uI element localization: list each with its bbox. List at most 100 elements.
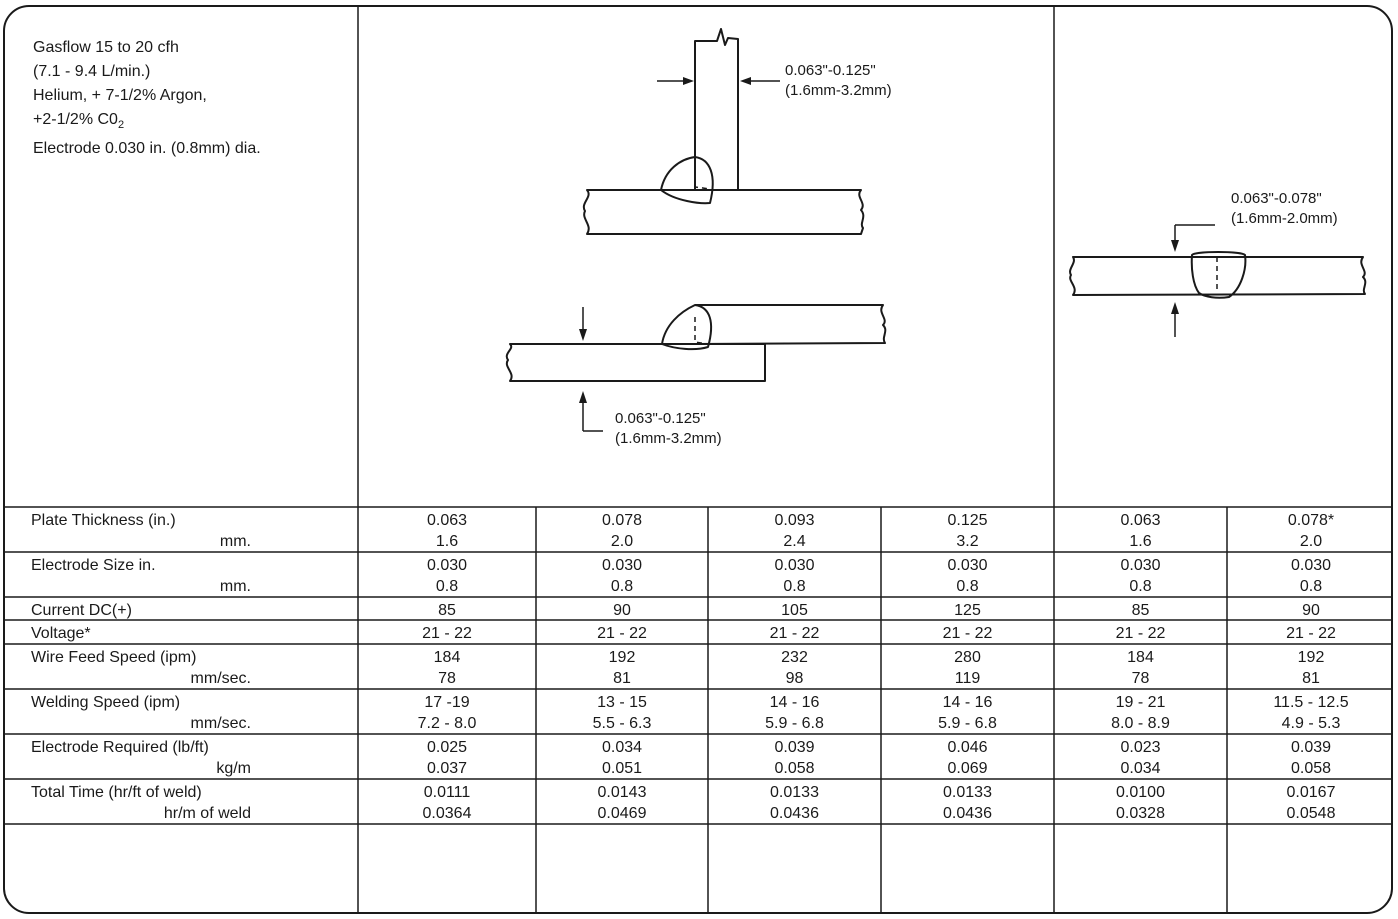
cell-value-primary: 232 [781, 649, 808, 666]
lap-joint-dim-inch: 0.063"-0.125" [615, 410, 706, 427]
cell-value-primary: 21 - 22 [597, 625, 647, 642]
cell-value-primary: 125 [954, 602, 981, 619]
cell-value-secondary: 0.8 [956, 578, 979, 595]
lap-joint-dim-mm: (1.6mm-3.2mm) [615, 430, 722, 447]
cell-value-primary: 192 [1297, 649, 1325, 666]
row-label-primary: Welding Speed (ipm) [31, 694, 181, 711]
row-label-primary: Plate Thickness (in.) [31, 512, 176, 529]
cell-value-primary: 0.030 [774, 557, 815, 574]
cell-value-primary: 0.039 [774, 739, 815, 756]
cell-value-secondary: 1.6 [435, 533, 459, 550]
cell-value-primary: 105 [781, 602, 808, 619]
row-label: Plate Thickness (in.)mm. [31, 507, 361, 552]
cell-value-primary: 184 [433, 649, 461, 666]
row-label-primary: Electrode Required (lb/ft) [31, 739, 209, 756]
cell-value-primary: 14 - 16 [942, 694, 993, 711]
cell-value-secondary: 0.0436 [770, 805, 819, 822]
cell-value-primary: 0.063 [1120, 512, 1161, 529]
cell-value-primary: 19 - 21 [1115, 694, 1166, 711]
t-joint-dim-inch: 0.063"-0.125" [785, 62, 876, 79]
cell-value-secondary: 78 [438, 670, 456, 687]
cell-value-secondary: 81 [1302, 670, 1320, 687]
row-label: Wire Feed Speed (ipm)mm/sec. [31, 644, 361, 689]
cell-value-primary: 21 - 22 [942, 625, 993, 642]
cell-value-primary: 21 - 22 [1286, 625, 1336, 642]
table-cell: 13 - 15 5.5 - 6.3 [536, 689, 708, 734]
cell-value-primary: 17 -19 [424, 694, 470, 711]
cell-value-primary: 90 [1302, 602, 1320, 619]
row-label: Total Time (hr/ft of weld) hr/m of weld [31, 779, 361, 824]
table-row: Current DC(+) 85 90 105 125 85 90 [5, 597, 1391, 621]
cell-value-primary: 90 [613, 602, 631, 619]
cell-value-primary: 85 [1131, 602, 1150, 619]
cell-value-primary: 85 [438, 602, 456, 619]
row-label: Current DC(+) [31, 597, 361, 621]
table-cell: 0.039 0.058 [708, 734, 881, 779]
joint-diagrams: 0.063"-0.125" (1.6mm-3.2mm) 0.063"-0.125… [505, 28, 1367, 447]
row-label-primary: Total Time (hr/ft of weld) [31, 784, 202, 801]
table-cell: 21 - 22 [1054, 620, 1227, 644]
cell-value-primary: 0.023 [1120, 739, 1161, 756]
table-cell: 0.125 3.2 [881, 507, 1054, 552]
cell-value-primary: 21 - 22 [422, 625, 472, 642]
cell-value-secondary: 0.8 [1299, 578, 1323, 595]
cell-value-secondary: 119 [954, 670, 981, 687]
cell-value-secondary: 5.5 - 6.3 [592, 715, 652, 732]
t-joint-diagram [582, 28, 865, 235]
row-label: Welding Speed (ipm)mm/sec. [31, 689, 361, 734]
cell-value-secondary: 81 [613, 670, 631, 687]
cell-value-primary: 13 - 15 [597, 694, 647, 711]
row-label-secondary: hr/m of weld [163, 805, 251, 822]
cell-value-primary: 0.078* [1287, 512, 1335, 529]
cell-value-primary: 21 - 22 [1115, 625, 1166, 642]
cell-value-secondary: 0.0436 [943, 805, 992, 822]
cell-value-secondary: 2.4 [783, 533, 806, 550]
cell-value-secondary: 7.2 - 8.0 [417, 715, 477, 732]
cell-value-secondary: 78 [1131, 670, 1150, 687]
table-row: Electrode Required (lb/ft) kg/m 0.025 0.037… [5, 734, 1391, 779]
cell-value-primary: 0.0167 [1286, 784, 1336, 801]
row-label-primary: Wire Feed Speed (ipm) [31, 649, 197, 666]
table-cell: 17 -19 7.2 - 8.0 [358, 689, 536, 734]
cell-value-primary: 0.125 [947, 512, 988, 529]
cell-value-secondary: 0.037 [426, 760, 468, 777]
cell-value-secondary: 98 [785, 670, 804, 687]
table-cell: 21 - 22 [358, 620, 536, 644]
row-label-secondary: kg/m [216, 760, 251, 777]
cell-value-secondary: 0.034 [1120, 760, 1161, 777]
table-cell: 90 [1227, 597, 1391, 621]
row-label-primary: Current DC(+) [31, 602, 132, 619]
cell-value-secondary: 0.8 [1129, 578, 1152, 595]
table-row: Welding Speed (ipm)mm/sec. 17 -19 7.2 - 8.… [5, 689, 1391, 734]
lap-joint-diagram [505, 304, 887, 432]
t-joint-dim-mm: (1.6mm-3.2mm) [785, 82, 892, 99]
cell-value-secondary: 0.8 [610, 578, 634, 595]
cell-value-secondary: 2.0 [610, 533, 634, 550]
table-cell: 21 - 22 [1227, 620, 1391, 644]
cell-value-primary: 184 [1127, 649, 1154, 666]
row-label-secondary: mm. [219, 578, 251, 595]
cell-value-primary: 0.030 [947, 557, 988, 574]
row-label: Electrode Required (lb/ft) kg/m [31, 734, 361, 779]
cell-value-primary: 0.046 [947, 739, 988, 756]
cell-value-primary: 0.030 [426, 557, 468, 574]
cell-value-secondary: 0.058 [774, 760, 815, 777]
cell-value-secondary: 3.2 [956, 533, 979, 550]
cell-value-primary: 0.025 [426, 739, 468, 756]
table-cell: 90 [536, 597, 708, 621]
